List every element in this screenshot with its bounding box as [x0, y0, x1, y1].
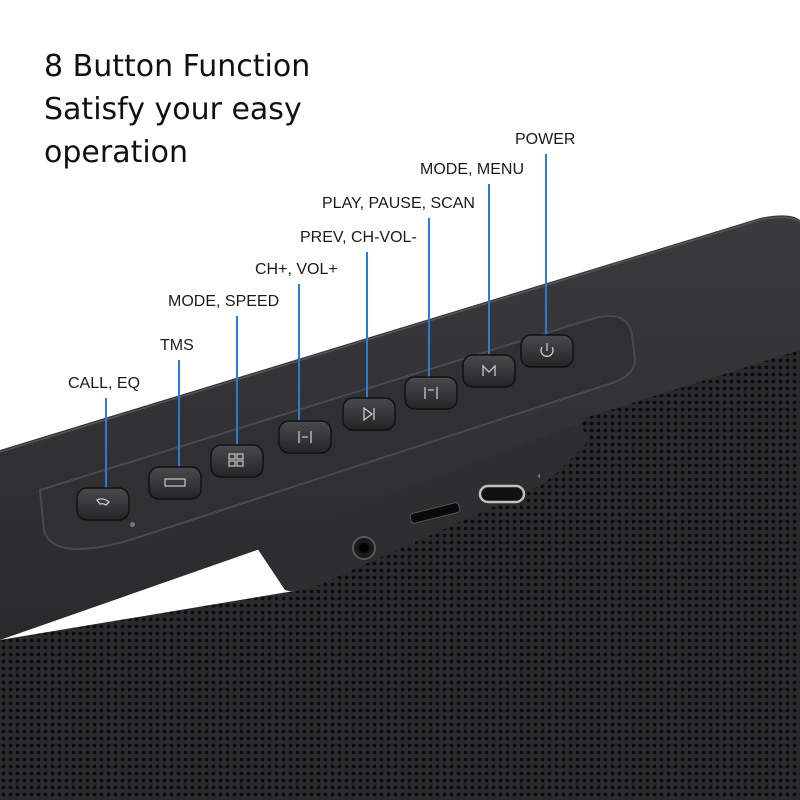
label-prev-ch-vol-minus: PREV, CH-VOL-: [300, 229, 417, 246]
headline-line-1: 8 Button Function: [44, 49, 311, 84]
call-eq-button[interactable]: [76, 487, 130, 521]
ch-vol-plus-button[interactable]: [278, 420, 332, 454]
tws-text-icon: [164, 478, 186, 487]
power-icon: [540, 343, 554, 357]
ports-group: [352, 474, 540, 560]
label-tms: TMS: [160, 337, 194, 354]
power-button[interactable]: [520, 334, 574, 368]
previous-track-icon: [424, 387, 438, 399]
leader-line-ch-vol-plus: [298, 284, 300, 426]
microphone-hole: [130, 522, 135, 527]
aux-jack[interactable]: [352, 536, 376, 560]
leader-line-tms: [178, 360, 180, 475]
mode-menu-button[interactable]: [462, 354, 516, 388]
label-mode-menu: MODE, MENU: [420, 161, 524, 178]
label-call-eq: CALL, EQ: [68, 375, 141, 392]
label-mode-speed: MODE, SPEED: [168, 293, 280, 310]
play-pause-scan-button[interactable]: [404, 376, 458, 410]
prev-ch-vol-minus-button[interactable]: [342, 397, 396, 431]
play-pause-icon: [363, 406, 375, 422]
headline-line-2: Satisfy your easy: [44, 92, 302, 127]
next-track-icon: [298, 431, 312, 443]
leader-line-mode-speed: [236, 316, 238, 452]
leader-line-prev-ch-vol-minus: [366, 252, 368, 402]
label-ch-vol-plus: CH+, VOL+: [255, 261, 338, 278]
speaker-grille: [0, 350, 800, 800]
microsd-slot[interactable]: [409, 502, 461, 524]
phone-icon: [96, 498, 110, 506]
leader-line-mode-menu: [488, 184, 490, 362]
port-panel: [255, 425, 587, 592]
leader-line-play-pause-scan: [428, 218, 430, 384]
mode-grid-icon: [228, 453, 244, 467]
leader-line-power: [545, 154, 547, 342]
usb-c-port[interactable]: [478, 484, 526, 504]
mode-speed-button[interactable]: [210, 444, 264, 478]
label-power: POWER: [515, 131, 576, 148]
tms-button[interactable]: [148, 466, 202, 500]
headline-line-3: operation: [44, 135, 189, 170]
menu-m-icon: [482, 364, 496, 376]
indicator-led: [538, 474, 540, 478]
leader-line-call-eq: [105, 398, 107, 496]
label-play-pause-scan: PLAY, PAUSE, SCAN: [322, 195, 475, 212]
